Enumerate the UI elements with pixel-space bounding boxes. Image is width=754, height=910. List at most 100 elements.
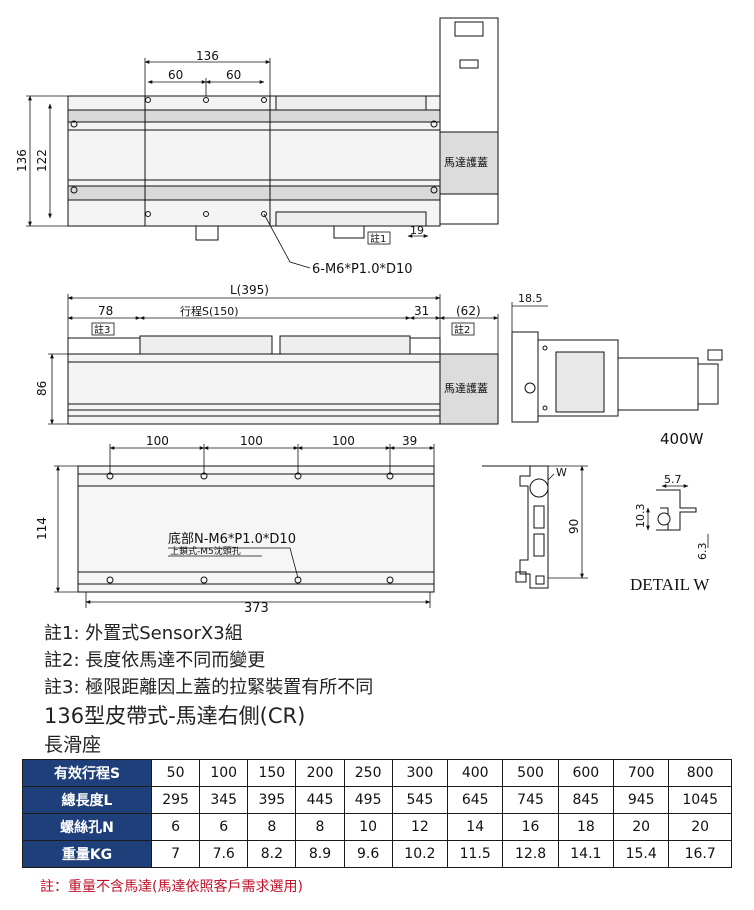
table-cell: 14.1 <box>557 840 615 868</box>
row-header-stroke: 有效行程S <box>22 759 152 787</box>
stroke-label: 行程S(150) <box>180 305 239 318</box>
detail-w-dimensions <box>646 484 709 548</box>
technical-drawing: 136 60 60 136 122 馬達護蓋 註1 19 6-M6*P1.0*D… <box>15 17 723 616</box>
table-cell: 200 <box>295 759 345 787</box>
table-cell: 16 <box>502 813 559 841</box>
note-1: 註1: 外置式SensorX3組 <box>44 623 243 644</box>
note1-tag: 註1 <box>370 233 386 245</box>
dim-62: (62) <box>456 304 481 318</box>
bottom-view <box>77 465 435 593</box>
note2-tag: 註2 <box>454 324 470 336</box>
top-view <box>67 17 499 241</box>
dim-373: 373 <box>244 601 269 616</box>
table-cell: 12 <box>391 813 449 841</box>
dim-78: 78 <box>98 304 113 318</box>
table-cell: 12.8 <box>502 840 559 868</box>
dim-6-3: 6.3 <box>696 543 709 561</box>
table-cell: 100 <box>199 759 249 787</box>
table-cell: 845 <box>557 786 615 814</box>
table-cell: 295 <box>150 786 201 814</box>
table-cell: 50 <box>150 759 201 787</box>
dim-122-side: 122 <box>35 149 49 172</box>
detail-w-title: DETAIL W <box>630 575 710 594</box>
table-cell: 11.5 <box>447 840 504 868</box>
table-row-weight: 重量KG 7 7.6 8.2 8.9 9.6 10.2 11.5 12.8 14… <box>22 840 732 868</box>
bottom-view-dimensions <box>54 444 435 608</box>
note1-tag-box <box>367 231 391 245</box>
table-cell: 600 <box>557 759 615 787</box>
table-cell: 300 <box>391 759 449 787</box>
detail-w <box>656 489 697 531</box>
table-cell: 7 <box>150 840 201 868</box>
table-row-screw-holes: 螺絲孔N 6 6 8 8 10 12 14 16 18 20 20 <box>22 813 732 841</box>
table-cell: 800 <box>668 759 732 787</box>
table-cell: 15.4 <box>613 840 670 868</box>
dim-31: 31 <box>414 304 429 318</box>
weight-footnote: 註：重量不含馬達(馬達依照客戶需求選用) <box>40 879 303 895</box>
dim-136-side: 136 <box>15 149 29 172</box>
table-cell: 18 <box>557 813 615 841</box>
table-cell: 545 <box>391 786 449 814</box>
row-header-length: 總長度L <box>22 786 152 814</box>
page-subtitle: 長滑座 <box>44 734 102 756</box>
profile-w-label: W <box>556 466 567 479</box>
note3-tag: 註3 <box>94 324 110 336</box>
table-cell: 14 <box>447 813 504 841</box>
motor-power: 400W <box>660 430 704 448</box>
page-title: 136型皮帶式-馬達右側(CR) <box>44 704 306 728</box>
table-cell: 8.2 <box>247 840 297 868</box>
table-cell: 16.7 <box>668 840 732 868</box>
table-cell: 8 <box>247 813 297 841</box>
table-cell: 1045 <box>668 786 732 814</box>
note3-tag-box <box>91 322 115 336</box>
dim-10-3: 10.3 <box>634 504 647 529</box>
dim-19: 19 <box>410 224 424 237</box>
spec-table: 有效行程S 50 100 150 200 250 300 400 500 600… <box>22 759 732 868</box>
dim-136-top: 136 <box>196 49 219 63</box>
dim-L: L(395) <box>230 283 269 297</box>
dim-18-5: 18.5 <box>518 292 543 305</box>
table-cell: 8 <box>295 813 345 841</box>
table-cell: 345 <box>199 786 249 814</box>
side-view <box>67 331 723 425</box>
top-view-dimensions <box>26 58 429 269</box>
dim-90: 90 <box>567 519 581 534</box>
note-2: 註2: 長度依馬達不同而變更 <box>44 650 266 671</box>
row-header-screw-holes: 螺絲孔N <box>22 813 152 841</box>
table-cell: 745 <box>502 786 559 814</box>
lock-type-callout: 上鎖式-M5沈頭孔 <box>170 545 241 557</box>
side-view-dimensions <box>48 294 548 425</box>
table-cell: 500 <box>502 759 559 787</box>
profile-section <box>482 465 549 589</box>
dim-60-right: 60 <box>226 68 241 82</box>
table-cell: 250 <box>343 759 393 787</box>
table-cell: 700 <box>613 759 670 787</box>
table-cell: 945 <box>613 786 670 814</box>
notes-section: 註1: 外置式SensorX3組 註2: 長度依馬達不同而變更 註3: 極限距離… <box>44 620 744 759</box>
table-cell: 445 <box>295 786 345 814</box>
table-cell: 150 <box>247 759 297 787</box>
table-row-stroke: 有效行程S 50 100 150 200 250 300 400 500 600… <box>22 759 732 787</box>
dim-100-a: 100 <box>146 434 169 448</box>
table-cell: 10.2 <box>391 840 449 868</box>
table-row-length: 總長度L 295 345 395 445 495 545 645 745 845… <box>22 786 732 814</box>
dim-100-b: 100 <box>240 434 263 448</box>
table-cell: 645 <box>447 786 504 814</box>
dim-100-c: 100 <box>332 434 355 448</box>
dim-60-left: 60 <box>168 68 183 82</box>
dim-86: 86 <box>35 381 49 396</box>
table-cell: 6 <box>150 813 201 841</box>
dim-5-7: 5.7 <box>664 473 682 486</box>
table-cell: 495 <box>343 786 393 814</box>
row-header-weight: 重量KG <box>22 840 152 868</box>
table-cell: 400 <box>447 759 504 787</box>
table-cell: 395 <box>247 786 297 814</box>
note-3: 註3: 極限距離因上蓋的拉緊裝置有所不同 <box>44 677 374 698</box>
note2-tag-box <box>451 322 475 336</box>
dim-39: 39 <box>402 434 417 448</box>
bottom-holes-callout: 底部N-M6*P1.0*D10 <box>168 531 296 547</box>
table-cell: 6 <box>199 813 249 841</box>
dim-114: 114 <box>35 517 49 540</box>
table-cell: 10 <box>343 813 393 841</box>
table-cell: 7.6 <box>199 840 249 868</box>
